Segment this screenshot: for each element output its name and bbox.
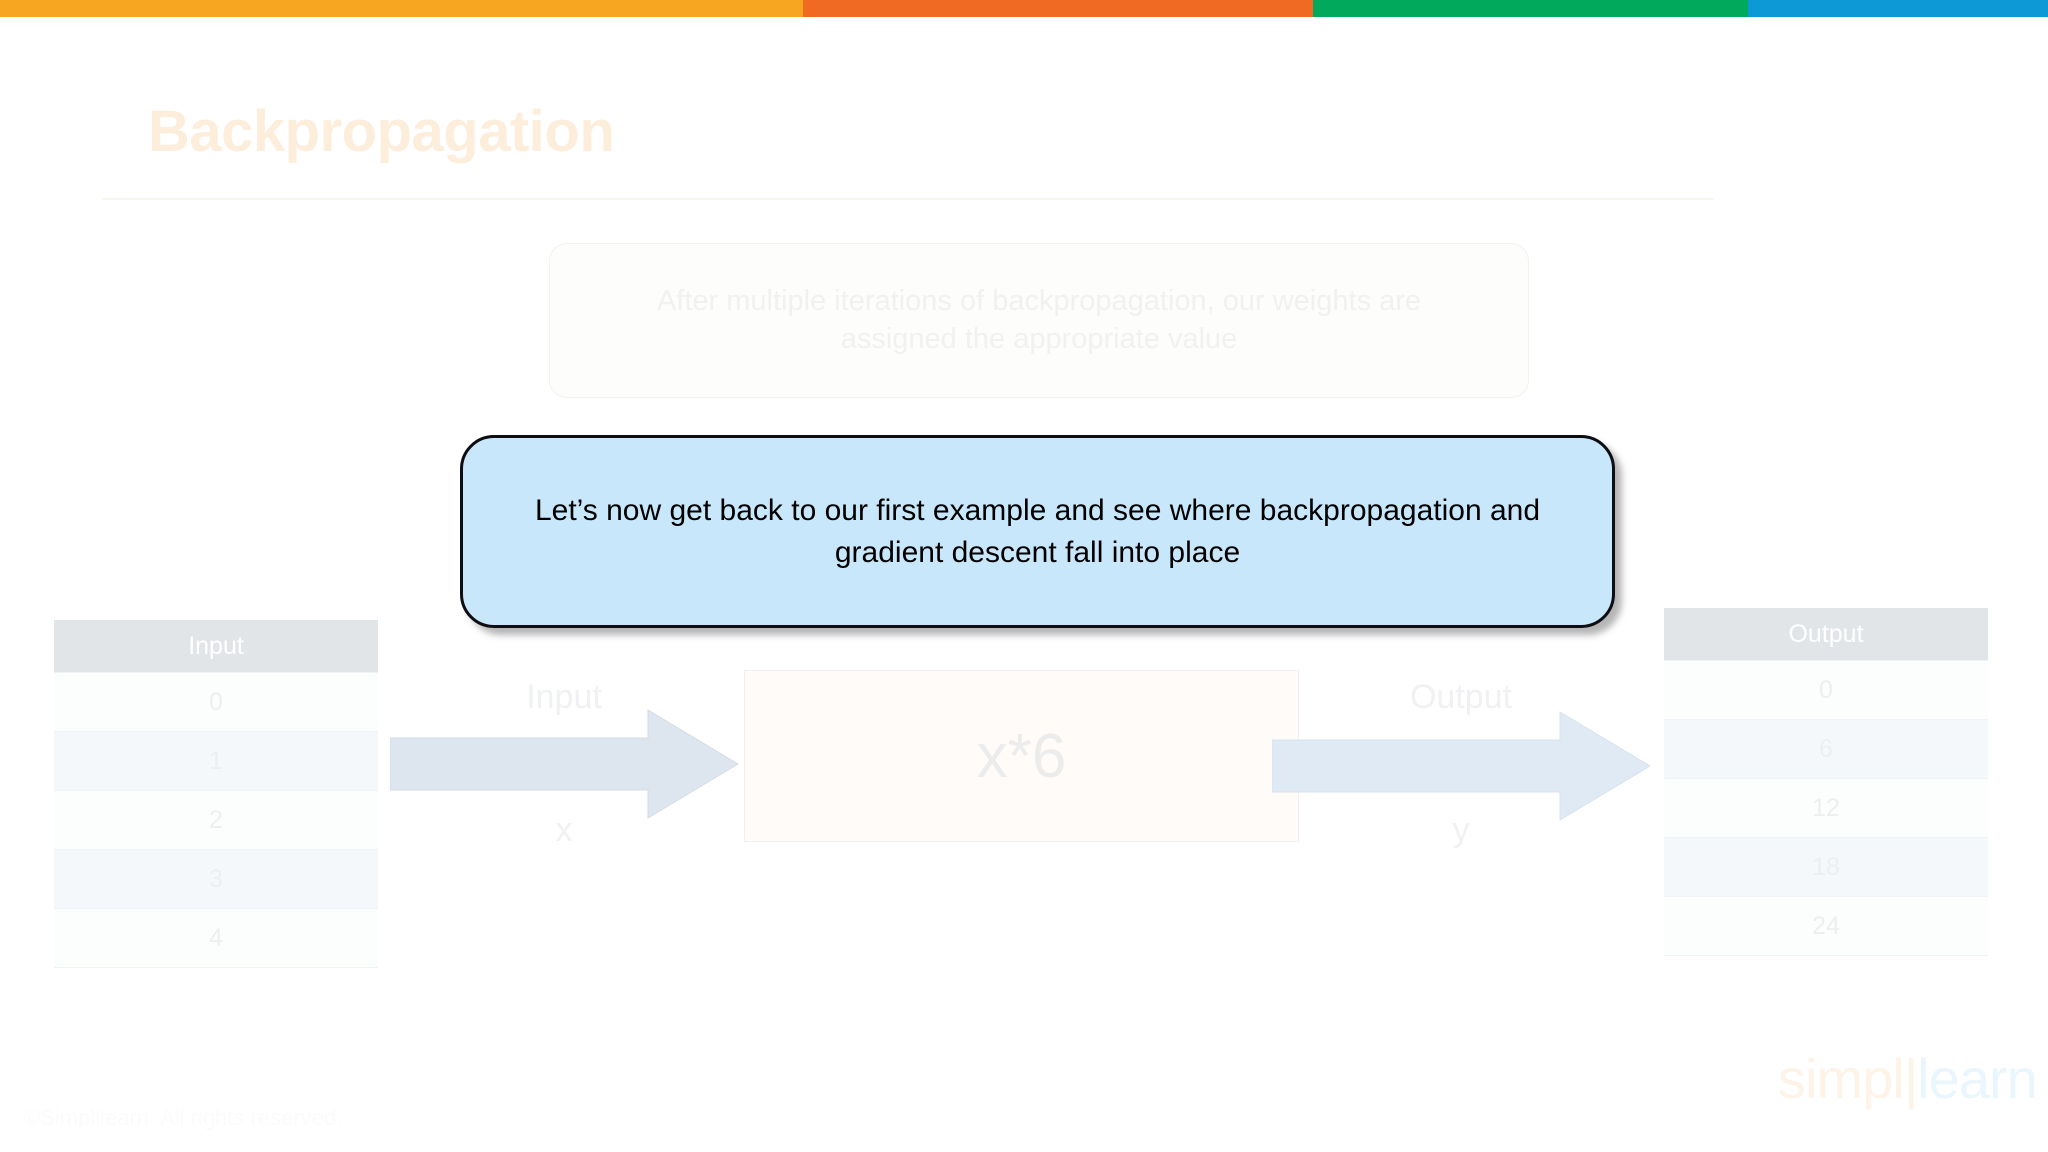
block-arrow-right-icon <box>1272 711 1650 821</box>
top-bar-segment-blue <box>1748 0 2048 17</box>
note-callout-box: After multiple iterations of backpropaga… <box>549 243 1529 398</box>
output-arrow-top-label: Output <box>1409 678 1513 716</box>
table-row: 0 <box>1664 660 1988 720</box>
function-expression: x*6 <box>976 721 1067 791</box>
input-table-header: Input <box>54 620 378 673</box>
top-color-bar <box>0 0 2048 17</box>
table-cell-value: 2 <box>54 790 378 850</box>
top-bar-segment-green <box>1313 0 1748 17</box>
output-table-header: Output <box>1664 608 1988 661</box>
top-bar-segment-orange <box>803 0 1313 17</box>
table-row: 4 <box>54 908 378 968</box>
logo-part-simpl: simpl <box>1778 1047 1905 1110</box>
highlight-callout-text: Let’s now get back to our first example … <box>534 494 1541 569</box>
table-cell-value: 6 <box>1664 719 1988 779</box>
output-arrow-group: Output y <box>1272 678 1650 850</box>
table-cell-value: 0 <box>54 672 378 732</box>
block-arrow-right-icon <box>390 709 738 819</box>
input-arrow-group: Input x <box>390 678 738 850</box>
table-cell-value: 1 <box>54 731 378 791</box>
input-arrow-top-label: Input <box>526 678 602 716</box>
table-cell-value: 0 <box>1664 660 1988 720</box>
function-box: x*6 <box>744 670 1299 842</box>
highlight-callout-box: Let’s now get back to our first example … <box>460 435 1615 628</box>
table-cell-value: 24 <box>1664 896 1988 956</box>
table-row: 24 <box>1664 896 1988 956</box>
input-arrow-bottom-label: x <box>555 811 573 849</box>
logo-tick-icon: | <box>1903 1047 1919 1110</box>
note-callout-text: After multiple iterations of backpropaga… <box>656 284 1422 355</box>
table-cell-value: 12 <box>1664 778 1988 838</box>
table-row: 2 <box>54 790 378 850</box>
logo-part-learn: learn <box>1917 1047 2038 1110</box>
table-row: 12 <box>1664 778 1988 838</box>
page-title: Backpropagation <box>148 99 615 164</box>
table-cell-value: 18 <box>1664 837 1988 897</box>
table-row: 1 <box>54 731 378 791</box>
copyright-text: ©Simplilearn. All rights reserved. <box>24 1105 343 1130</box>
table-row: 6 <box>1664 719 1988 779</box>
table-row: 3 <box>54 849 378 909</box>
top-bar-segment-amber <box>0 0 803 17</box>
title-divider <box>102 198 1714 200</box>
table-cell-value: 3 <box>54 849 378 909</box>
table-header-row: Output <box>1664 608 1988 661</box>
table-header-row: Input <box>54 620 378 673</box>
table-cell-value: 4 <box>54 908 378 968</box>
table-row: 0 <box>54 672 378 732</box>
table-row: 18 <box>1664 837 1988 897</box>
output-arrow-bottom-label: y <box>1452 811 1470 849</box>
simplilearn-logo: simpl|learn <box>1778 1046 2038 1111</box>
